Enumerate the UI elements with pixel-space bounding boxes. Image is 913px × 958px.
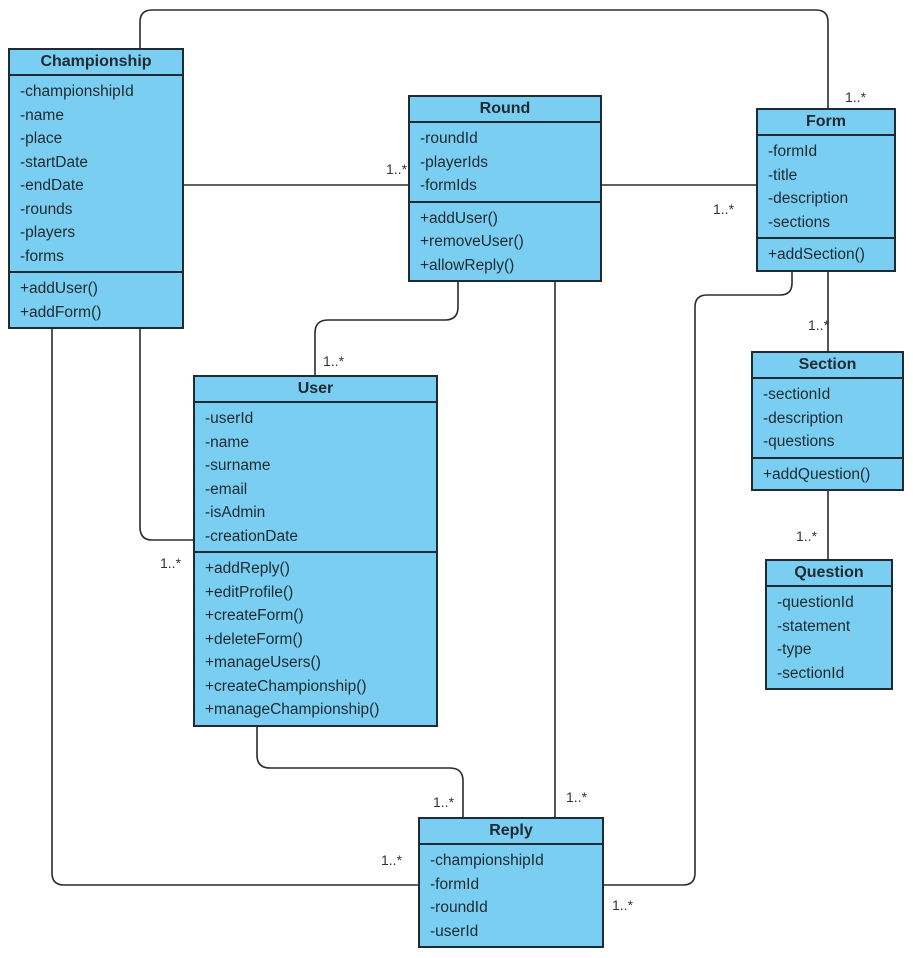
multiplicity-round-left: 1..*	[386, 161, 408, 177]
operation: +addForm()	[20, 303, 102, 321]
association-round-user	[314, 275, 459, 375]
attribute: -description	[768, 190, 849, 207]
attribute: -formId	[768, 143, 818, 160]
attributes-compartment: -sectionId -description -questions	[753, 379, 902, 457]
operation: +addUser()	[420, 209, 498, 227]
multiplicity-question-top: 1..*	[796, 528, 818, 544]
attribute: -endDate	[20, 177, 84, 194]
class-title: Championship	[10, 50, 182, 76]
multiplicity-form-top: 1..*	[845, 89, 867, 105]
attribute: -championshipId	[20, 83, 134, 100]
multiplicity-reply-top-right: 1..*	[566, 789, 588, 805]
attribute: -userId	[205, 410, 254, 427]
attribute: -questionId	[777, 594, 854, 611]
attribute: -creationDate	[205, 527, 299, 545]
class-title: User	[195, 377, 436, 403]
association-championship-form	[139, 9, 829, 108]
operation: +editProfile()	[205, 583, 294, 601]
attribute: -questions	[763, 433, 835, 450]
class-title: Reply	[420, 819, 602, 845]
operation: +removeUser()	[420, 233, 524, 250]
attribute: -playerIds	[420, 153, 489, 171]
class-user[interactable]: User -userId -name -surname -email -isAd…	[193, 375, 438, 727]
class-championship[interactable]: Championship -championshipId -name -plac…	[8, 48, 184, 329]
attribute: -roundId	[430, 899, 488, 916]
attributes-compartment: -roundId -playerIds -formIds	[410, 123, 600, 201]
class-question[interactable]: Question -questionId -statement -type -s…	[765, 559, 893, 690]
operation: +addSection()	[768, 246, 865, 263]
attribute: -name	[20, 106, 64, 124]
attribute: -sectionId	[763, 386, 831, 403]
attribute: -isAdmin	[205, 504, 266, 521]
operation: +addReply()	[205, 560, 290, 577]
attribute: -championshipId	[430, 852, 544, 869]
operation: +createChampionship()	[205, 677, 367, 695]
class-reply[interactable]: Reply -championshipId -formId -roundId -…	[418, 817, 604, 948]
attribute: -surname	[205, 457, 271, 474]
multiplicity-user-top: 1..*	[323, 353, 345, 369]
attributes-compartment: -championshipId -formId -roundId -userId	[420, 845, 602, 946]
attribute: -formId	[430, 875, 480, 893]
multiplicity-section-top: 1..*	[808, 317, 830, 333]
attribute: -description	[763, 409, 844, 427]
multiplicity-user-left: 1..*	[160, 555, 182, 571]
attribute: -email	[205, 480, 248, 498]
operation: +addUser()	[20, 280, 98, 297]
operation: +manageChampionship()	[205, 701, 380, 718]
attribute: -userId	[430, 922, 479, 940]
operation: +createForm()	[205, 607, 304, 624]
attributes-compartment: -userId -name -surname -email -isAdmin -…	[195, 403, 436, 551]
attribute: -title	[768, 166, 798, 184]
association-championship-user	[139, 322, 193, 541]
multiplicity-reply-left: 1..*	[381, 852, 403, 868]
attributes-compartment: -championshipId -name -place -startDate …	[10, 76, 182, 271]
attribute: -statement	[777, 617, 851, 635]
operations-compartment: +addQuestion()	[753, 456, 902, 490]
attribute: -forms	[20, 247, 64, 265]
operations-compartment: +addUser() +removeUser() +allowReply()	[410, 200, 600, 281]
operations-compartment: +addReply() +editProfile() +createForm()…	[195, 551, 436, 725]
attribute: -players	[20, 224, 76, 241]
multiplicity-reply-top-left: 1..*	[433, 794, 455, 810]
association-reply-form	[603, 263, 793, 886]
attribute: -startDate	[20, 153, 89, 171]
operation: +allowReply()	[420, 256, 515, 274]
class-round[interactable]: Round -roundId -playerIds -formIds +addU…	[408, 95, 602, 282]
class-form[interactable]: Form -formId -title -description -sectio…	[756, 108, 896, 272]
class-title: Question	[767, 561, 891, 587]
attribute: -name	[205, 433, 249, 451]
operation: +deleteForm()	[205, 630, 303, 648]
association-championship-reply	[51, 322, 418, 886]
operations-compartment: +addSection()	[758, 237, 894, 270]
class-section[interactable]: Section -sectionId -description -questio…	[751, 351, 904, 491]
association-user-reply	[256, 718, 464, 817]
class-title: Section	[753, 353, 902, 379]
attributes-compartment: -questionId -statement -type -sectionId	[767, 587, 891, 688]
multiplicity-reply-right: 1..*	[612, 897, 634, 913]
multiplicity-form-left: 1..*	[713, 201, 735, 217]
operation: +addQuestion()	[763, 465, 871, 483]
operations-compartment: +addUser() +addForm()	[10, 271, 182, 327]
attribute: -sectionId	[777, 664, 845, 682]
attribute: -type	[777, 641, 812, 658]
class-title: Form	[758, 110, 894, 136]
operation: +manageUsers()	[205, 654, 321, 671]
attribute: -roundId	[420, 130, 478, 147]
attribute: -formIds	[420, 177, 477, 194]
attributes-compartment: -formId -title -description -sections	[758, 136, 894, 237]
attribute: -sections	[768, 213, 831, 231]
class-title: Round	[410, 97, 600, 123]
attribute: -rounds	[20, 200, 73, 218]
attribute: -place	[20, 130, 63, 147]
